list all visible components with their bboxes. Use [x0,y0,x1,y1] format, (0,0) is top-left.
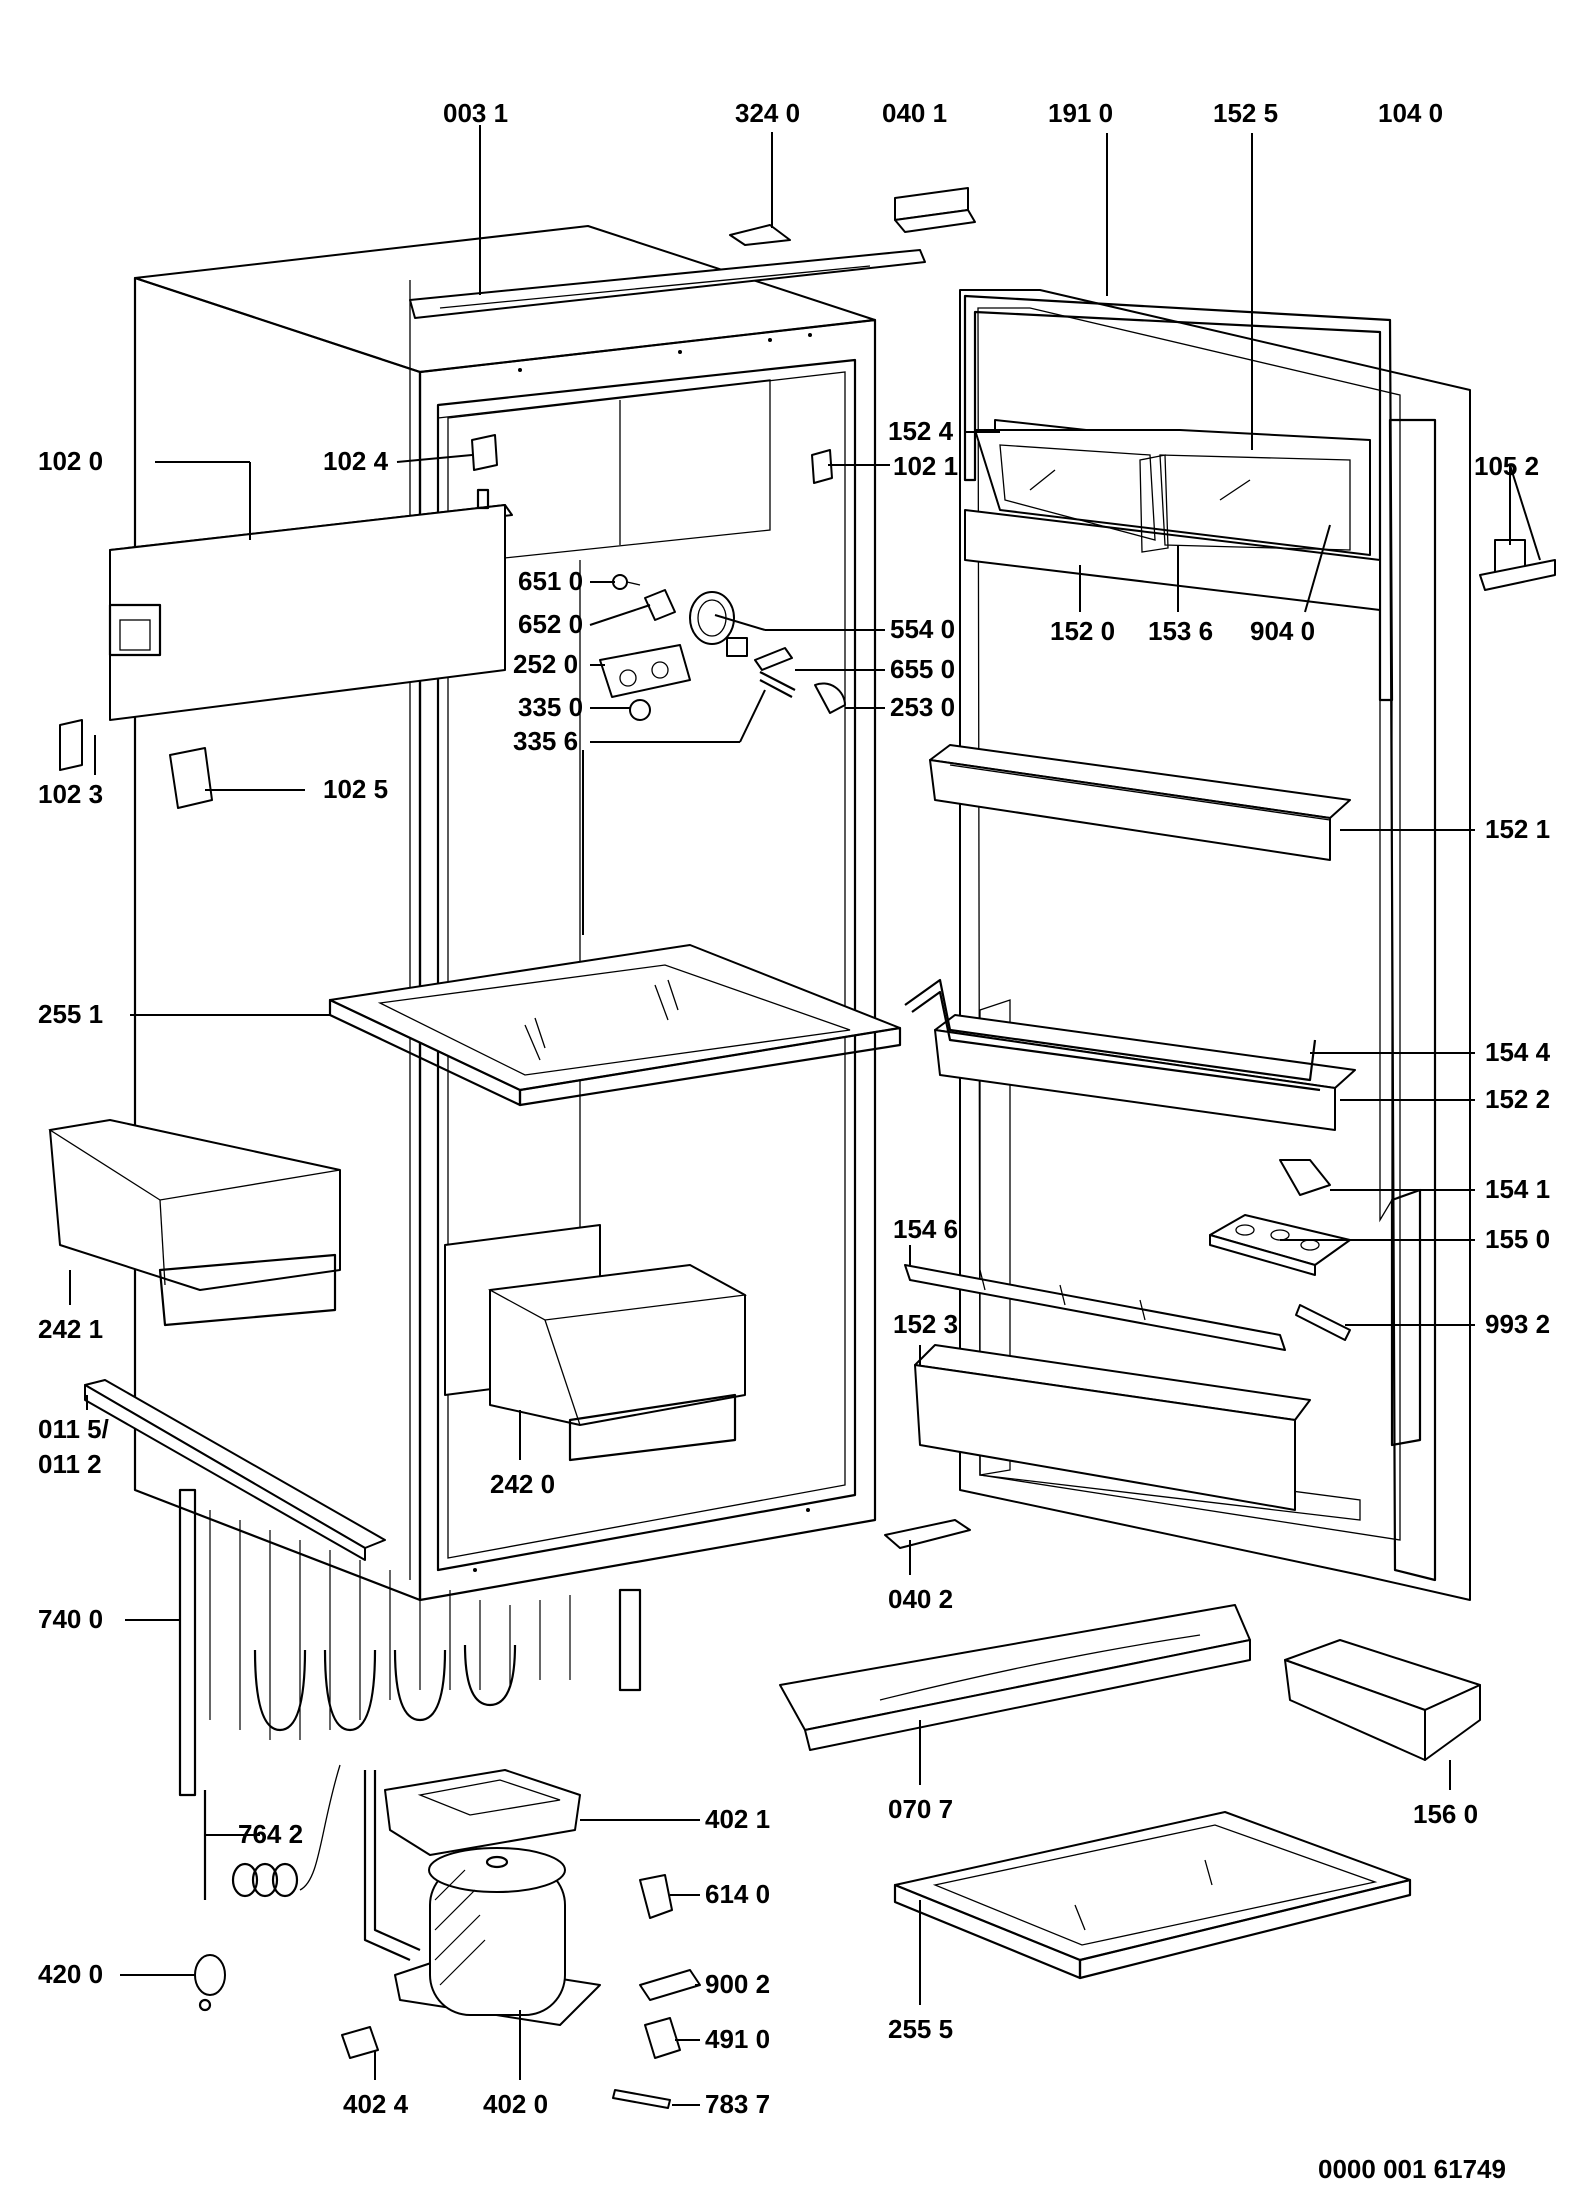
callout-255-1: 255 1 [38,999,103,1029]
callout-402-1: 402 1 [705,1804,770,1834]
callout-154-6: 154 6 [893,1214,958,1244]
part-154-1 [1279,1159,1331,1196]
callout-102-1: 102 1 [893,451,958,481]
dairy-compartment [964,419,1381,611]
part-324-0 [729,224,791,246]
part-102-3 [59,719,83,771]
cabinet-body [133,225,902,1602]
suction-line [363,1770,421,1962]
callout-070-7: 070 7 [888,1794,953,1824]
callout-102-0: 102 0 [38,446,103,476]
callout-335-6: 335 6 [513,726,578,756]
bracket-402-1 [384,1769,581,1856]
callout-554-0: 554 0 [890,614,955,644]
part-783-7 [612,2089,671,2109]
control-group [599,574,846,721]
callout-253-0: 253 0 [890,692,955,722]
ice-tray-156-0 [1284,1639,1481,1761]
door [959,289,1471,1601]
callout-040-2: 040 2 [888,1584,953,1614]
bottle-support-154-6 [904,1264,1286,1351]
part-102-1 [811,449,833,484]
callout-652-0: 652 0 [518,609,583,639]
callout-152-0: 152 0 [1050,616,1115,646]
callout-152-2: 152 2 [1485,1084,1550,1114]
callout-402-0: 402 0 [483,2089,548,2119]
kick-plate-070-7 [779,1604,1251,1751]
callout-155-0: 155 0 [1485,1224,1550,1254]
leader-lines [69,125,1541,2106]
callout-764-2: 764 2 [238,1819,303,1849]
callout-152-1: 152 1 [1485,814,1550,844]
callout-154-4: 154 4 [1485,1037,1551,1067]
shelf-255-5 [893,1811,1412,1980]
callout-402-4: 402 4 [343,2089,409,2119]
condenser-740-0 [178,1488,642,1797]
crisper-242-1 [48,1119,341,1327]
callout-740-0: 740 0 [38,1604,103,1634]
callout-102-4: 102 4 [323,446,389,476]
callout-242-0: 242 0 [490,1469,555,1499]
door-shelf-152-3 [914,1344,1311,1511]
callout-154-1: 154 1 [1485,1174,1550,1204]
part-993-2 [1295,1304,1351,1341]
callout-783-7: 783 7 [705,2089,770,2119]
callout-153-6: 153 6 [1148,616,1213,646]
callout-152-4: 152 4 [888,416,954,446]
part-102-5 [169,747,213,809]
callout-003-1: 003 1 [443,98,508,128]
document-number: 0000 001 61749 [1318,2154,1506,2184]
callout-156-0: 156 0 [1413,1799,1478,1829]
callout-255-5: 255 5 [888,2014,953,2044]
callout-252-0: 252 0 [513,649,578,679]
door-shelf-152-1 [929,744,1351,861]
part-491-0 [644,2017,681,2059]
part-040-2 [884,1519,971,1549]
callout-105-2: 105 2 [1474,451,1539,481]
callout-335-0: 335 0 [518,692,583,722]
top-hinge-rail [409,249,926,319]
part-900-2 [639,1969,701,2001]
callout-102-5: 102 5 [323,774,388,804]
callout-191-0: 191 0 [1048,98,1113,128]
part-102-4 [471,434,498,471]
part-402-4 [341,2026,379,2059]
callout-040-1: 040 1 [882,98,947,128]
callout-655-0: 655 0 [890,654,955,684]
callout-324-0: 324 0 [735,98,800,128]
callout-614-0: 614 0 [705,1879,770,1909]
cover-panel [108,488,513,721]
callout-152-3: 152 3 [893,1309,958,1339]
callout-labels: 003 1 324 0 040 1 191 0 152 5 104 0 102 … [38,98,1551,2184]
callout-011-2: 011 2 [38,1449,102,1479]
callout-491-0: 491 0 [705,2024,770,2054]
callout-904-0: 904 0 [1250,616,1315,646]
compressor-402-0 [394,1847,601,2026]
capillary-764-2 [203,1764,341,1900]
part-040-1 [894,187,976,233]
part-614-0 [639,1874,673,1919]
callout-011-5: 011 5/ [38,1414,109,1444]
bottle-retainer-154-4 [904,978,1321,1092]
callout-102-3: 102 3 [38,779,103,809]
hinge-105-2 [1479,539,1556,591]
callout-651-0: 651 0 [518,566,583,596]
callout-420-0: 420 0 [38,1959,103,1989]
callout-993-2: 993 2 [1485,1309,1550,1339]
part-420-0 [194,1954,226,2012]
callout-242-1: 242 1 [38,1314,103,1344]
callout-104-0: 104 0 [1378,98,1443,128]
callout-152-5: 152 5 [1213,98,1278,128]
callout-900-2: 900 2 [705,1969,770,1999]
base-rail-011 [84,1379,386,1561]
